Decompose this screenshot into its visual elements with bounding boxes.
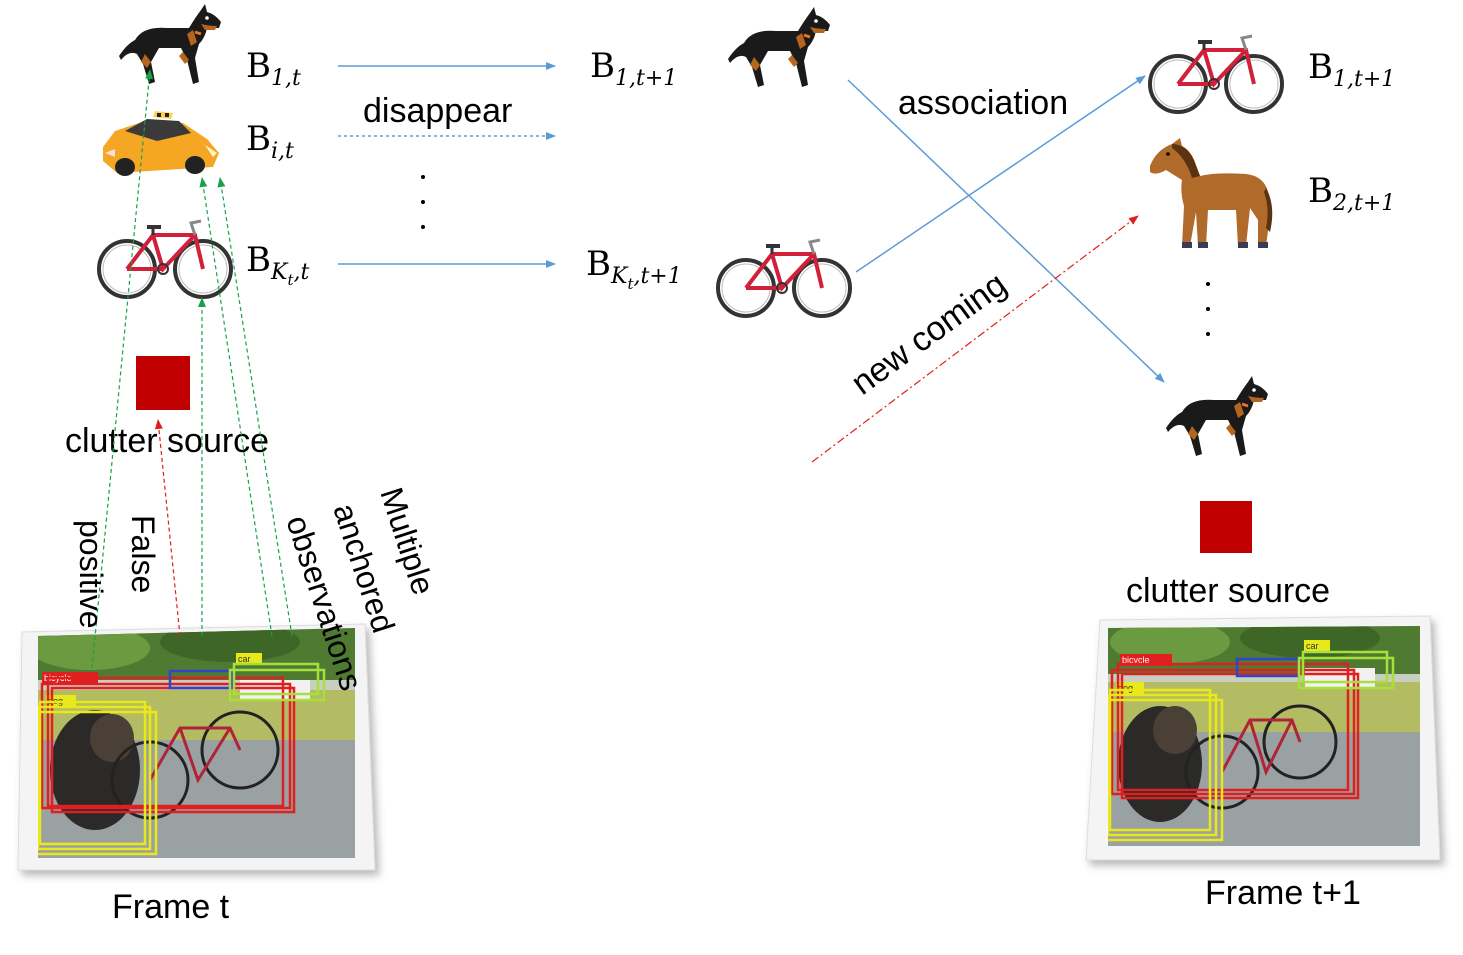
frame-t-photo: bicycle dog car [17,623,376,871]
green-arrow-car-2 [217,177,293,637]
new-coming-arrow [811,215,1139,463]
svg-text:car: car [1306,641,1319,651]
label-b2t1-right: B2,t+1 [1308,171,1395,216]
green-arrow-dog [91,69,154,669]
bicycle-icon-middle [716,238,852,318]
disappear-label: disappear [363,92,512,130]
ellipsis-right [1206,282,1210,336]
frame-t-caption: Frame t [112,888,230,926]
red-arrow-clutter [154,419,181,637]
clutter-square-right [1200,501,1252,553]
dog-icon-left [117,2,223,86]
association-arrow-bike [855,75,1146,273]
horse-icon [1150,138,1273,248]
clutter-source-right: clutter source [1126,572,1330,610]
label-bkt: BKt,t [246,240,309,289]
bicycle-icon-left [97,219,233,299]
label-b1t1-mid: B1,t+1 [590,46,677,91]
new-coming-label: new coming [844,265,1013,402]
svg-text:dog: dog [1118,683,1133,693]
positive-label: positive [73,520,109,629]
frame-t1-caption: Frame t+1 [1205,874,1361,912]
taxi-car-icon [103,111,219,176]
dog-icon-right [1164,374,1270,458]
label-bkt1-mid: BKt,t+1 [586,244,682,293]
association-label: association [898,84,1068,122]
svg-text:car: car [238,654,251,664]
observation-arrows [91,69,293,669]
association-arrow-dog [847,79,1165,383]
label-b1t1-right: B1,t+1 [1308,47,1395,92]
dog-icon-middle [726,5,832,89]
false-label: False [125,515,161,593]
bicycle-icon-right [1148,34,1284,114]
green-arrow-car-1 [199,177,273,637]
ellipsis-middle [421,175,425,229]
label-bit: Bi,t [246,119,294,164]
clutter-source-left: clutter source [65,422,269,460]
frame-t1-photo: bicycle dog car [1085,615,1441,861]
svg-text:bicycle: bicycle [1122,655,1150,665]
label-b1t: B1,t [246,46,301,91]
clutter-square-left [136,356,190,410]
